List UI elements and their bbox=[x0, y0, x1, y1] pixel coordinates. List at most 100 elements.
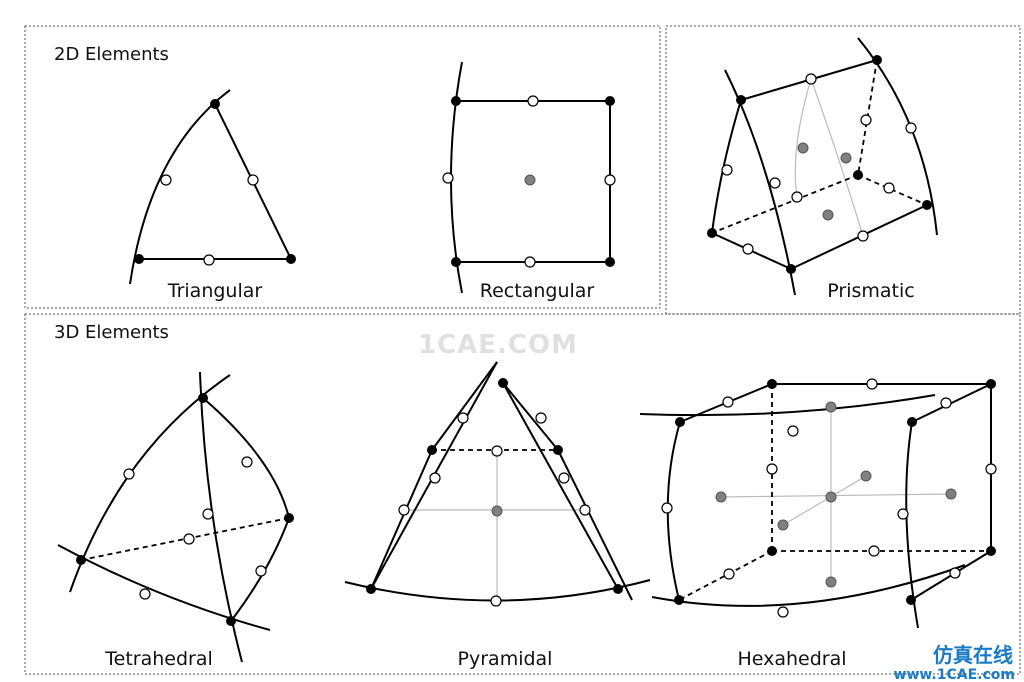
interior-node bbox=[825, 401, 837, 413]
corner-node bbox=[986, 546, 996, 556]
hidden-line bbox=[794, 78, 812, 198]
midside-node bbox=[524, 256, 536, 268]
watermark: 1CAE.COM bbox=[418, 330, 578, 360]
interior-node bbox=[825, 576, 837, 588]
midside-node bbox=[558, 472, 570, 484]
logo-chinese-text: 仿真在线 bbox=[933, 643, 1013, 667]
midside-node bbox=[527, 95, 539, 107]
corner-node bbox=[427, 445, 437, 455]
corner-node bbox=[210, 99, 220, 109]
section-title-3d: 3D Elements bbox=[54, 322, 169, 343]
midside-node bbox=[722, 396, 734, 408]
panel-borders bbox=[24, 25, 1021, 675]
midside-node bbox=[805, 73, 817, 85]
interior-node bbox=[860, 470, 872, 482]
interior-node bbox=[797, 142, 809, 154]
midside-node bbox=[723, 568, 735, 580]
corner-node bbox=[76, 555, 86, 565]
prism-curve-left bbox=[724, 69, 796, 296]
corner-node bbox=[906, 595, 916, 605]
corner-node bbox=[605, 96, 615, 106]
tetrahedral-element: Tetrahedral bbox=[57, 371, 294, 670]
midside-node bbox=[398, 504, 410, 516]
midside-node bbox=[202, 508, 214, 520]
corner-node bbox=[853, 170, 863, 180]
midside-node bbox=[661, 502, 673, 514]
hex-curve-bottom bbox=[651, 564, 966, 607]
hidden-line bbox=[810, 78, 864, 237]
interior-node bbox=[945, 488, 957, 500]
corner-node bbox=[736, 95, 746, 105]
midside-node bbox=[769, 177, 781, 189]
midside-node bbox=[535, 412, 547, 424]
tri-edge-curved bbox=[129, 89, 231, 285]
corner-node bbox=[134, 254, 144, 264]
corner-node bbox=[366, 584, 376, 594]
pyr-edge bbox=[502, 382, 619, 590]
midside-node bbox=[247, 174, 259, 186]
midside-node bbox=[905, 122, 917, 134]
midside-node bbox=[457, 412, 469, 424]
corner-node bbox=[907, 417, 917, 427]
corner-node bbox=[674, 595, 684, 605]
section-title-2d: 2D Elements bbox=[54, 44, 169, 65]
midside-node bbox=[579, 504, 591, 516]
midside-node bbox=[721, 164, 733, 176]
prismatic-element: Prismatic bbox=[707, 37, 938, 302]
interior-node bbox=[524, 174, 536, 186]
hexahedral-element: Hexahedral bbox=[639, 378, 997, 670]
midside-node bbox=[491, 445, 503, 457]
hex-curve-top bbox=[639, 394, 936, 417]
corner-node bbox=[553, 445, 563, 455]
interior-node bbox=[840, 152, 852, 164]
corner-node bbox=[707, 228, 717, 238]
interior-node bbox=[777, 519, 789, 531]
midside-node bbox=[857, 230, 869, 242]
label-rectangular: Rectangular bbox=[480, 280, 595, 302]
midside-node bbox=[985, 463, 997, 475]
label-hexahedral: Hexahedral bbox=[737, 648, 846, 670]
midside-node bbox=[866, 378, 878, 390]
interior-node bbox=[825, 491, 837, 503]
midside-node bbox=[160, 174, 172, 186]
tet-edge bbox=[202, 397, 290, 519]
corner-node bbox=[498, 378, 508, 388]
rectangular-element: Rectangular bbox=[442, 61, 616, 302]
tet-edge bbox=[69, 374, 231, 593]
midside-node bbox=[766, 463, 778, 475]
label-pyramidal: Pyramidal bbox=[458, 648, 553, 670]
midside-node bbox=[183, 533, 195, 545]
corner-node bbox=[786, 264, 796, 274]
interior-node bbox=[822, 209, 834, 221]
label-tetrahedral: Tetrahedral bbox=[104, 648, 213, 670]
corner-node bbox=[605, 257, 615, 267]
midside-node bbox=[883, 182, 895, 194]
pyr-edge bbox=[431, 361, 498, 451]
corner-node bbox=[872, 55, 882, 65]
corner-node bbox=[226, 616, 236, 626]
corner-node bbox=[767, 546, 777, 556]
site-logo: 仿真在线 www.1CAE.com bbox=[894, 643, 1015, 682]
prism-dashed-edge bbox=[711, 174, 859, 234]
midside-node bbox=[203, 254, 215, 266]
midside-node bbox=[777, 606, 789, 618]
interior-node bbox=[491, 505, 503, 517]
midside-node bbox=[787, 425, 799, 437]
corner-node bbox=[286, 254, 296, 264]
midside-node bbox=[139, 588, 151, 600]
triangular-element: Triangular bbox=[129, 89, 296, 302]
midside-node bbox=[949, 567, 961, 579]
corner-node bbox=[613, 584, 623, 594]
pyr-edge bbox=[370, 449, 433, 590]
corner-node bbox=[767, 379, 777, 389]
midside-node bbox=[442, 172, 454, 184]
corner-node bbox=[198, 393, 208, 403]
interior-node bbox=[715, 491, 727, 503]
panel-prismatic bbox=[665, 25, 1021, 315]
midside-node bbox=[604, 174, 616, 186]
corner-node bbox=[451, 257, 461, 267]
label-prismatic: Prismatic bbox=[827, 280, 914, 302]
pyr-edge bbox=[502, 382, 559, 451]
